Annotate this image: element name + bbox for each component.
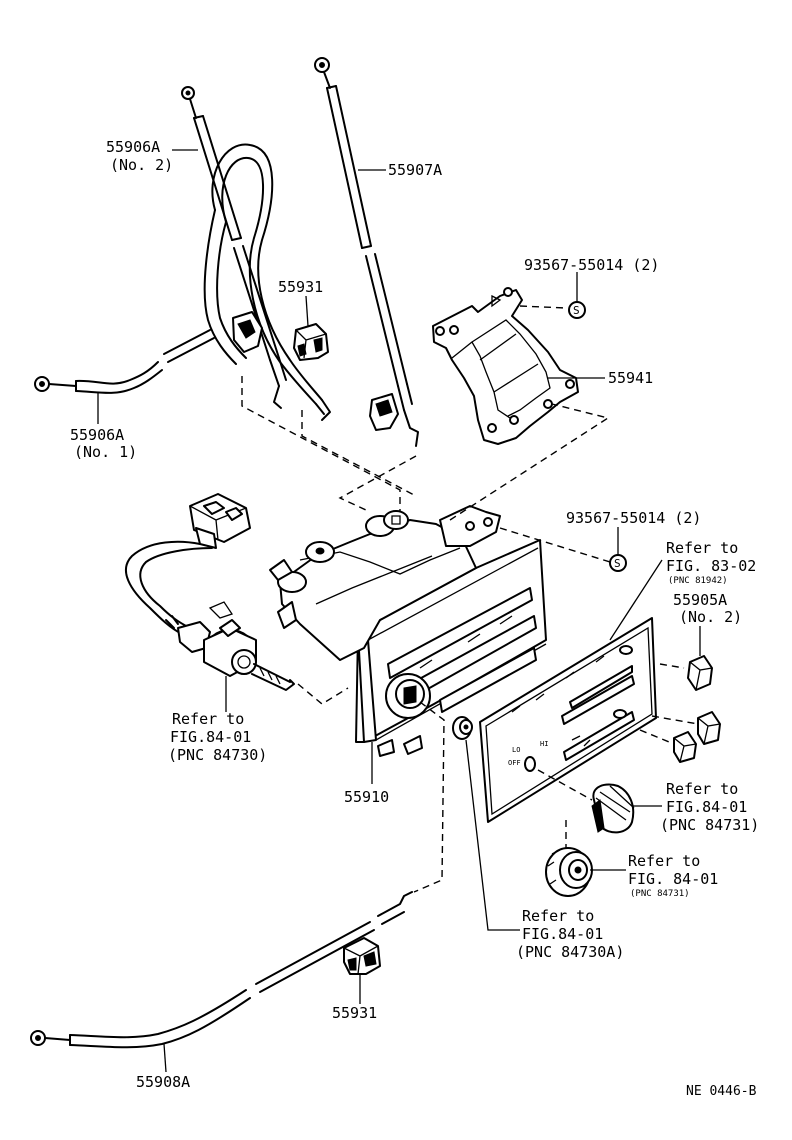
cable-55906a-no1: [34, 329, 215, 394]
label-55908a: 55908A: [136, 1073, 190, 1091]
vacuum-actuator: [203, 619, 295, 691]
panel-mark-lo: LO: [512, 746, 520, 754]
screw-upper: S: [568, 301, 586, 319]
label-55910: 55910: [344, 788, 389, 806]
label-screw-upper: 93567-55014 (2): [524, 256, 659, 274]
ref-83-02-line1: Refer to: [666, 539, 738, 557]
ref-84731b-line2: FIG. 84-01: [628, 870, 718, 888]
ref-84730-line3: (PNC 84730): [168, 746, 267, 764]
ref-84730-line2: FIG.84-01: [170, 728, 251, 746]
label-55906a-no1-note: (No. 1): [74, 443, 137, 461]
knob-84730a: [452, 716, 473, 740]
leader-lines: [97, 149, 701, 1073]
ref-84731b-line1: Refer to: [628, 852, 700, 870]
ref-84730a-line3: (PNC 84730A): [516, 943, 624, 961]
callout-labels: 55906A (No. 2) 55907A 55931 93567-55014 …: [70, 138, 759, 1099]
label-55905a: 55905A: [673, 591, 727, 609]
ref-83-02-line3: (PNC 81942): [668, 576, 728, 586]
bracket-55941: [432, 287, 579, 445]
label-55931-lower: 55931: [332, 1004, 377, 1022]
assembly-dashed-lines: [241, 305, 699, 893]
label-screw-lower: 93567-55014 (2): [566, 509, 701, 527]
ref-84730-line1: Refer to: [172, 710, 244, 728]
screw-symbol-lower: S: [614, 557, 621, 570]
ref-84731b-line3: (PNC 84731): [630, 889, 690, 899]
ref-84731a-line1: Refer to: [666, 780, 738, 798]
clamp-55931-lower: [343, 937, 381, 975]
ref-84730a-line1: Refer to: [522, 907, 594, 925]
wire-harness-connector: [125, 493, 251, 653]
face-panel: OFF LO HI: [479, 617, 657, 823]
label-55906a-no2: 55906A: [106, 138, 160, 156]
clamp-55931-upper: [293, 323, 329, 361]
rotary-knob-84731: [591, 783, 635, 834]
ref-84731a-line3: (PNC 84731): [660, 816, 759, 834]
cable-55906a-no2: [181, 86, 331, 421]
panel-mark-hi: HI: [540, 740, 548, 748]
figure-code: NE 0446-B: [686, 1084, 757, 1099]
label-55905a-note: (No. 2): [679, 608, 742, 626]
ref-84730a-line2: FIG.84-01: [522, 925, 603, 943]
panel-mark-off: OFF: [508, 759, 521, 767]
knob-55905a: [673, 655, 721, 763]
screw-lower: S: [609, 554, 627, 572]
label-55907a: 55907A: [388, 161, 442, 179]
label-55906a-no1: 55906A: [70, 426, 124, 444]
ref-84731a-line2: FIG.84-01: [666, 798, 747, 816]
label-55941: 55941: [608, 369, 653, 387]
cable-55908a: [30, 891, 413, 1049]
label-55906a-no2-note: (No. 2): [110, 156, 173, 174]
cable-55907a: [314, 57, 419, 447]
knob-ring-84731: [545, 847, 593, 897]
ref-83-02-line2: FIG. 83-02: [666, 557, 756, 575]
label-55931-upper: 55931: [278, 278, 323, 296]
screw-symbol-upper: S: [573, 304, 580, 317]
cable-clip-upper-left: [232, 311, 263, 353]
